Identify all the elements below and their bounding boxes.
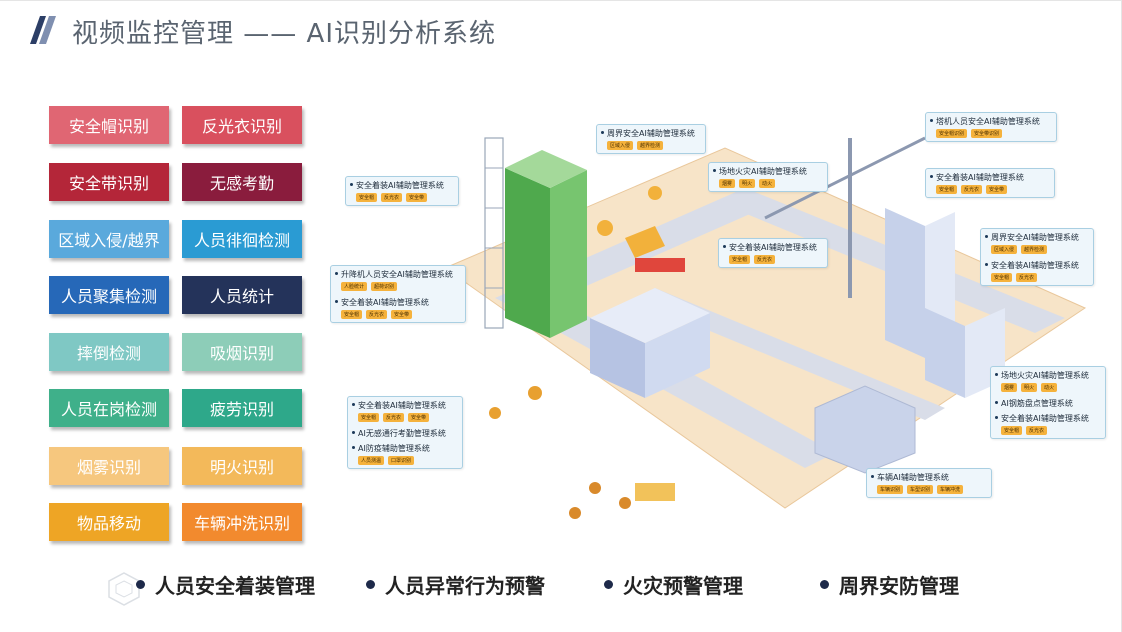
callout-safety-wear-3: 安全着装AI辅助管理系统 安全帽反光衣 (718, 238, 828, 268)
office-side (645, 313, 710, 398)
tree (619, 497, 631, 509)
fence (635, 258, 685, 272)
callout-fire-rebar-safety: 场地火灾AI辅助管理系统 烟雾明火动火 AI钢筋盘点管理系统 安全着装AI辅助管… (990, 366, 1106, 439)
feature-button-smoking[interactable]: 吸烟识别 (182, 333, 302, 371)
logo-icon (30, 16, 56, 44)
tree (569, 507, 581, 519)
legend-item-perimeter: 周界安防管理 (820, 570, 959, 599)
callout-fire-1: 场地火灾AI辅助管理系统 烟雾明火动火 (708, 162, 828, 192)
tree (648, 186, 662, 200)
callout-gate-systems: 安全着装AI辅助管理系统 安全帽反光衣安全带 AI无感通行考勤管理系统 AI防疫… (347, 396, 463, 469)
office-front (590, 318, 645, 398)
callout-tower-crane: 塔机人员安全AI辅助管理系统 安全帽识别安全带识别 (925, 112, 1057, 142)
feature-button-on-duty[interactable]: 人员在岗检测 (49, 389, 169, 427)
scaffold (484, 137, 504, 329)
tree (589, 482, 601, 494)
office-top (590, 288, 710, 343)
green-building-side (550, 170, 587, 338)
feature-button-people-count[interactable]: 人员统计 (182, 276, 302, 314)
construction-site-illustration (443, 136, 1087, 519)
callout-perimeter-1: 周界安全AI辅助管理系统 区域入侵越界检测 (596, 124, 706, 154)
feature-button-intrusion[interactable]: 区域入侵/越界 (49, 220, 169, 258)
bullet-icon (366, 580, 375, 589)
truck (635, 483, 675, 501)
bullet-icon (604, 580, 613, 589)
feature-button-fatigue[interactable]: 疲劳识别 (182, 389, 302, 427)
feature-button-crowd[interactable]: 人员聚集检测 (49, 276, 169, 314)
page-title: 视频监控管理 —— AI识别分析系统 (72, 19, 496, 49)
bullet-icon (820, 580, 829, 589)
callout-vehicle: 车辆AI辅助管理系统 车辆识别车型识别车辆冲洗 (866, 468, 992, 498)
callout-safety-wear-1: 安全着装AI辅助管理系统 安全帽反光衣安全带 (345, 176, 459, 206)
excavator (625, 226, 665, 258)
bullet-icon (136, 580, 145, 589)
legend-item-fire-warning: 火灾预警管理 (604, 570, 743, 599)
tree (528, 386, 542, 400)
callout-perimeter-safety-wear: 周界安全AI辅助管理系统 区域入侵越界检测 安全着装AI辅助管理系统 安全帽反光… (980, 228, 1094, 286)
feature-button-fall[interactable]: 摔倒检测 (49, 333, 169, 371)
feature-button-reflective-vest[interactable]: 反光衣识别 (182, 106, 302, 144)
green-building-front (505, 168, 550, 338)
legend-item-abnormal-behavior: 人员异常行为预警 (366, 570, 545, 599)
right-tower-front (885, 208, 925, 358)
feature-button-object-move[interactable]: 物品移动 (49, 503, 169, 541)
warehouse (814, 385, 916, 474)
callout-elevator-safety-wear: 升降机人员安全AI辅助管理系统 人脸统计超荷识别 安全着装AI辅助管理系统 安全… (330, 265, 466, 323)
bottom-legend: 人员安全着装管理 人员异常行为预警 火灾预警管理 周界安防管理 (0, 570, 1122, 602)
green-building-top (505, 150, 587, 188)
feature-button-safety-belt[interactable]: 安全带识别 (49, 163, 169, 201)
feature-button-loitering[interactable]: 人员徘徊检测 (182, 220, 302, 258)
feature-button-smoke[interactable]: 烟雾识别 (49, 447, 169, 485)
legend-item-safety-wear: 人员安全着装管理 (136, 570, 315, 599)
dorm-front (925, 308, 965, 398)
feature-button-fire[interactable]: 明火识别 (182, 447, 302, 485)
feature-button-attendance[interactable]: 无感考勤 (182, 163, 302, 201)
tree (489, 407, 501, 419)
callout-safety-wear-2: 安全着装AI辅助管理系统 安全帽反光衣安全带 (925, 168, 1055, 198)
top-divider (0, 0, 1122, 1)
tower-crane-jib (764, 136, 926, 220)
tree (597, 220, 613, 236)
feature-button-safety-helmet[interactable]: 安全帽识别 (49, 106, 169, 144)
feature-button-vehicle-wash[interactable]: 车辆冲洗识别 (182, 503, 302, 541)
